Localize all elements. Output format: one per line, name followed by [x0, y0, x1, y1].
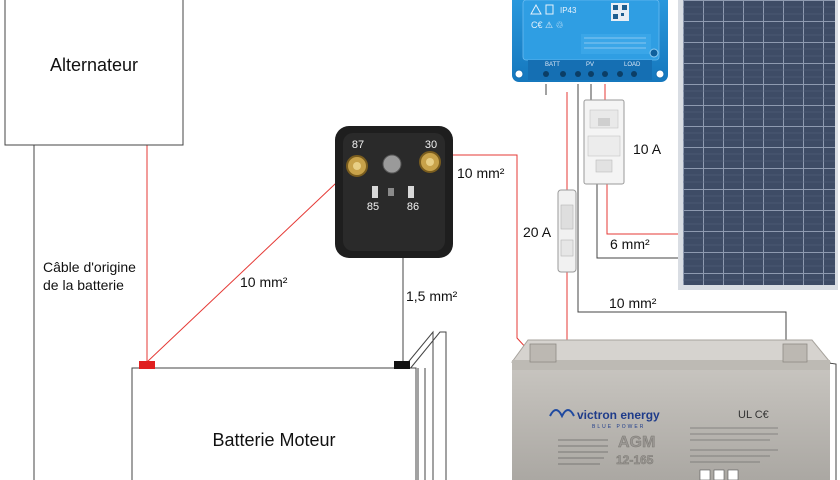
agm-negative-terminal [782, 343, 808, 363]
alternator-box [4, 0, 184, 146]
fuse-20a-label: 20 A [523, 224, 552, 240]
relay-pin-85-label: 85 [367, 201, 379, 213]
relay-87-wire [146, 166, 354, 363]
agm-model: 12-165 [616, 453, 654, 467]
agm-brand: victron energy [577, 408, 660, 422]
agm-negative-wire [577, 84, 787, 360]
bin-icon [727, 469, 739, 480]
engine-battery: Batterie Moteur [131, 361, 417, 480]
victron-logo-icon [549, 409, 575, 419]
original-cable-label-line2: de la batterie [43, 277, 124, 293]
engine-battery-positive-terminal [139, 361, 155, 369]
manual-icon [545, 4, 554, 15]
warning-icon [530, 3, 542, 15]
controller-terminal-batt: BATT [545, 62, 560, 68]
engine-negative-wire-a [404, 330, 434, 480]
engine-negative-wire-b [408, 331, 447, 480]
engine-battery-box [131, 367, 417, 480]
breaker-10a-label: 10 A [633, 141, 662, 157]
relay: 87 30 85 86 [335, 126, 453, 258]
original-cable-label-line1: Câble d'origine [43, 259, 136, 275]
controller-terminal-load: LOAD [624, 62, 641, 68]
solar-panel-cells [683, 0, 835, 285]
solar-positive-wire [606, 182, 683, 235]
controller-ip-rating: IP43 [560, 6, 577, 15]
solar-wire-label: 6 mm² [610, 236, 650, 252]
certification-marks-icon: UL C€ [738, 409, 769, 421]
agm-body [512, 360, 830, 480]
relay-pin-86-label: 86 [407, 201, 419, 213]
status-led-icon [649, 48, 659, 58]
solar-panel [678, 0, 838, 290]
agm-brand-sub: BLUE POWER [592, 424, 645, 430]
mppt-controller: IP43 C€ ⚠ ♲ BATT PV LOAD [512, 0, 668, 82]
relay-coil-wire-label: 1,5 mm² [406, 288, 458, 304]
alternator: Alternateur [4, 0, 184, 146]
recycle-icon [713, 469, 725, 480]
relay-pin-30-label: 30 [425, 139, 437, 151]
fuse-holder-body [557, 189, 577, 273]
wires [33, 84, 837, 480]
negative-wire-label: 10 mm² [609, 295, 657, 311]
breaker [583, 99, 625, 185]
agm-type: AGM [618, 434, 655, 451]
relay-cable-label: 10 mm² [240, 274, 288, 290]
relay-to-battery-label: 10 mm² [457, 165, 505, 181]
controller-terminal-pv: PV [586, 62, 594, 68]
hazard-icon [699, 469, 711, 480]
agm-spec-lines [558, 427, 778, 465]
relay-pin-87-label: 87 [352, 139, 364, 151]
engine-battery-label: Batterie Moteur [212, 430, 335, 450]
relay-terminal-85 [372, 186, 378, 198]
relay-center-screw [382, 154, 402, 174]
solar-negative-wire [596, 182, 683, 259]
relay-terminal-86 [408, 186, 414, 198]
alternator-label: Alternateur [50, 55, 138, 75]
engine-battery-negative-terminal [394, 361, 410, 369]
agm-battery: victron energy BLUE POWER AGM 12-165 UL … [511, 339, 832, 480]
fuse-holder [557, 189, 577, 273]
agm-positive-terminal [529, 343, 557, 363]
ce-mark: C€ ⚠ ♲ [531, 20, 564, 30]
agm-lid [511, 339, 832, 363]
